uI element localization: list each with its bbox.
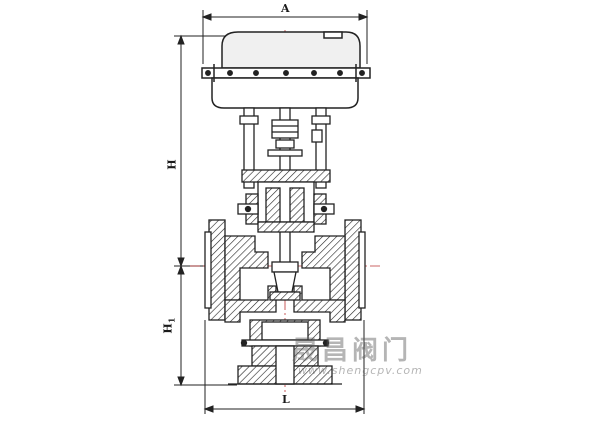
dimension-h1-label: H1: [161, 318, 176, 334]
dimension-l: [203, 320, 366, 414]
yoke: [239, 107, 331, 189]
dimension-l-label: L: [282, 393, 290, 406]
actuator-bolts: [205, 70, 365, 76]
dimension-h: [174, 34, 225, 268]
actuator: [201, 31, 371, 109]
dimension-h1-subscript: 1: [166, 317, 177, 324]
valve-body: [204, 219, 366, 323]
dimension-h-label: H: [165, 159, 179, 170]
dimension-a-label: A: [281, 2, 290, 15]
watermark-brand: 晟昌阀门: [292, 336, 413, 366]
watermark-url: www.shengcpv.com: [298, 364, 423, 377]
valve-plug: [269, 261, 301, 301]
dimension-h1-letter: H: [161, 323, 175, 334]
bonnet: [237, 169, 335, 225]
dimension-a: [201, 10, 369, 64]
lower-body: [228, 319, 342, 385]
